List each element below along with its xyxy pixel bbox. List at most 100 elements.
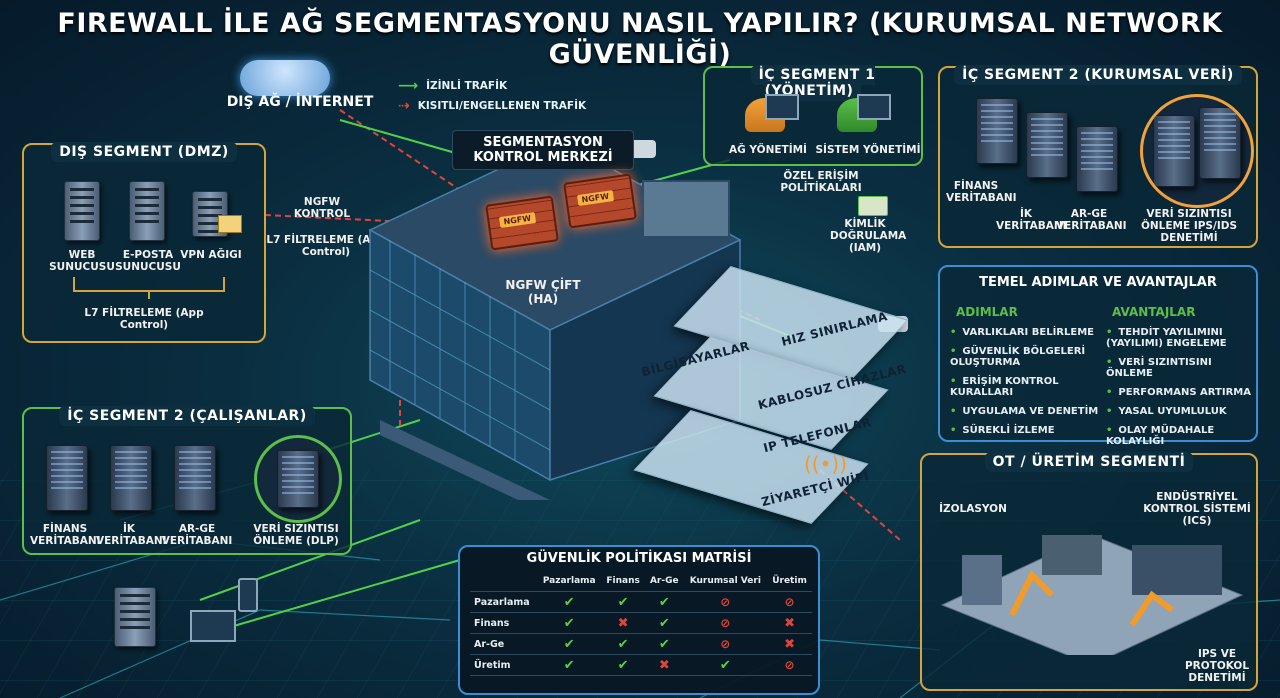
- ot-title: OT / ÜRETİM SEGMENTİ: [984, 452, 1194, 472]
- wifi-icon: ((•)): [804, 452, 848, 476]
- matrix-cell-ok: ✔: [644, 612, 684, 634]
- benefit-item: OLAY MÜDAHALE KOLAYLIĞI: [1106, 425, 1256, 447]
- control-room-icon: [642, 180, 730, 238]
- server-rack-icon: [174, 445, 216, 511]
- emp-hr-label: İK VERİTABANI: [96, 523, 167, 547]
- employees-panel: İÇ SEGMENT 2 (ÇALIŞANLAR) FİNANS VERİTAB…: [22, 406, 352, 555]
- benefits-heading: AVANTAJLAR: [1112, 305, 1196, 319]
- matrix-cell-ok: ✔: [601, 591, 645, 613]
- server-rack-icon: [46, 445, 88, 511]
- finance-db-label: FİNANS VERİTABANI: [946, 180, 1017, 204]
- dmz-panel: DIŞ SEGMENT (DMZ) WEB SUNUCUSU E-POSTA S…: [22, 142, 266, 343]
- matrix-row: Ar-Ge✔✔✔⊘✖: [470, 633, 812, 655]
- ot-factory-illustration: [940, 534, 1244, 655]
- isolation-label: İZOLASYON: [939, 503, 1007, 515]
- step-item: VARLIKLARI BELİRLEME: [950, 327, 1100, 338]
- server-rack-icon: [1076, 126, 1118, 192]
- matrix-row-label: Finans: [470, 612, 538, 634]
- management-panel: İÇ SEGMENT 1 (YÖNETİM) AĞ YÖNETİMİ SİSTE…: [703, 65, 923, 166]
- server-rack-icon: [976, 98, 1018, 164]
- matrix-cell-ban: ⊘: [767, 654, 812, 676]
- mobile-phone-icon: [238, 578, 258, 612]
- legend-allowed: İZİNLİ TRAFİK: [426, 80, 508, 92]
- control-center-label: SEGMENTASYON KONTROL MERKEZİ: [452, 130, 634, 170]
- internet-label: DIŞ AĞ / İNTERNET: [226, 94, 374, 110]
- magnifier-circle: [254, 435, 342, 523]
- envelope-icon: [218, 215, 242, 233]
- rnd-db-label: AR-GE VERİTABANI: [1056, 208, 1127, 232]
- arrow-right-icon: ⇢: [398, 98, 410, 114]
- vpn-label: VPN AĞIGI: [180, 249, 242, 261]
- dmz-connector: [73, 277, 225, 299]
- access-policies-label: ÖZEL ERİŞİM POLİTİKALARI: [780, 170, 862, 194]
- corporate-data-title: İÇ SEGMENT 2 (KURUMSAL VERİ): [954, 65, 1242, 85]
- id-card-icon: [858, 196, 888, 216]
- employees-title: İÇ SEGMENT 2 (ÇALIŞANLAR): [59, 406, 315, 426]
- network-mgmt-label: AĞ YÖNETİMİ: [729, 144, 807, 156]
- page-title: FIREWALL İLE AĞ SEGMENTASYONU NASIL YAPI…: [57, 8, 1223, 70]
- benefit-item: YASAL UYUMLULUK: [1106, 406, 1256, 417]
- firewall-icon: NGFW: [563, 173, 637, 229]
- matrix-col-header: Üretim: [767, 571, 812, 592]
- monitor-icon: [190, 610, 236, 642]
- benefits-list: TEHDİT YAYILIMINI (YAYILIMI) ENGELEME VE…: [1106, 327, 1256, 455]
- matrix-cell-ok: ✔: [537, 654, 602, 676]
- magnifier-circle: [1140, 94, 1254, 208]
- cloud-icon: [240, 60, 330, 96]
- matrix-cell-ban: ⊘: [683, 633, 768, 655]
- steps-list: VARLIKLARI BELİRLEME GÜVENLİK BÖLGELERİ …: [950, 327, 1100, 444]
- server-rack-icon: [110, 445, 152, 511]
- ngfw-control-label: NGFW KONTROL: [293, 196, 351, 220]
- server-rack-icon: [277, 450, 319, 508]
- server-rack-icon: [1026, 112, 1068, 178]
- matrix-cell-no: ✖: [601, 612, 645, 634]
- step-item: SÜREKLİ İZLEME: [950, 425, 1100, 436]
- step-item: UYGULAMA VE DENETİM: [950, 406, 1100, 417]
- ngfw-pair-label: NGFW ÇİFT (HA): [505, 278, 581, 306]
- matrix-col-header: Kurumsal Veri: [683, 571, 768, 592]
- matrix-corner: [470, 571, 538, 592]
- matrix-row: Üretim✔✔✖✔⊘: [470, 654, 812, 676]
- matrix-cell-ban: ⊘: [683, 612, 768, 634]
- corporate-data-panel: İÇ SEGMENT 2 (KURUMSAL VERİ) FİNANS VERİ…: [938, 65, 1258, 248]
- benefit-item: VERİ SIZINTISINI ÖNLEME: [1106, 357, 1256, 379]
- matrix-row-label: Üretim: [470, 654, 538, 676]
- dmz-title: DIŞ SEGMENT (DMZ): [51, 142, 237, 162]
- emp-rnd-label: AR-GE VERİTABANI: [161, 523, 233, 547]
- policy-matrix-panel: GÜVENLİK POLİTİKASI MATRİSİ Pazarlama Fi…: [458, 545, 820, 695]
- dlp-label: VERİ SIZINTISI ÖNLEME (DLP): [253, 523, 339, 547]
- server-rack-icon: [1199, 107, 1241, 179]
- mail-server-label: E-POSTA SUNUCUSU: [115, 249, 181, 273]
- matrix-col-header: Pazarlama: [537, 571, 602, 592]
- matrix-cell-ok: ✔: [644, 591, 684, 613]
- matrix-row: Pazarlama✔✔✔⊘⊘: [470, 591, 812, 613]
- monitor-icon: [857, 94, 891, 120]
- ot-ips-label: IPS VE PROTOKOL DENETİMİ: [1184, 648, 1250, 684]
- matrix-cell-ok: ✔: [537, 633, 602, 655]
- web-server-label: WEB SUNUCUSU: [49, 249, 115, 273]
- matrix-cell-ok: ✔: [601, 654, 645, 676]
- benefit-item: PERFORMANS ARTIRMA: [1106, 387, 1256, 398]
- legend: ⟶ İZİNLİ TRAFİK ⇢ KISITLI/ENGELLENEN TRA…: [398, 78, 586, 114]
- system-mgmt-label: SİSTEM YÖNETİMİ: [815, 144, 921, 156]
- matrix-cell-no: ✖: [644, 654, 684, 676]
- matrix-col-header: Ar-Ge: [644, 571, 684, 592]
- step-item: ERİŞİM KONTROL KURALLARI: [950, 376, 1100, 398]
- steps-title: TEMEL ADIMLAR VE AVANTAJLAR: [979, 275, 1217, 290]
- hr-db-label: İK VERİTABANI: [996, 208, 1067, 232]
- mail-server-icon: [129, 181, 165, 241]
- monitor-icon: [765, 94, 799, 120]
- steps-benefits-panel: TEMEL ADIMLAR VE AVANTAJLAR ADIMLAR AVAN…: [938, 265, 1258, 447]
- arrow-right-icon: ⟶: [398, 78, 419, 94]
- control-center-text: SEGMENTASYON KONTROL MERKEZİ: [473, 135, 613, 165]
- matrix-cell-ban: ⊘: [767, 591, 812, 613]
- emp-finance-label: FİNANS VERİTABANI: [30, 523, 101, 547]
- matrix-cell-ok: ✔: [683, 654, 768, 676]
- matrix-cell-ok: ✔: [601, 633, 645, 655]
- benefit-item: TEHDİT YAYILIMINI (YAYILIMI) ENGELEME: [1106, 327, 1256, 349]
- dmz-filter-label: L7 FİLTRELEME (App Control): [84, 307, 204, 331]
- matrix-row-label: Pazarlama: [470, 591, 538, 613]
- ips-ids-label: VERİ SIZINTISI ÖNLEME IPS/IDS DENETİMİ: [1140, 208, 1238, 244]
- firewall-icon: NGFW: [485, 195, 559, 251]
- legend-blocked: KISITLI/ENGELLENEN TRAFİK: [417, 100, 587, 112]
